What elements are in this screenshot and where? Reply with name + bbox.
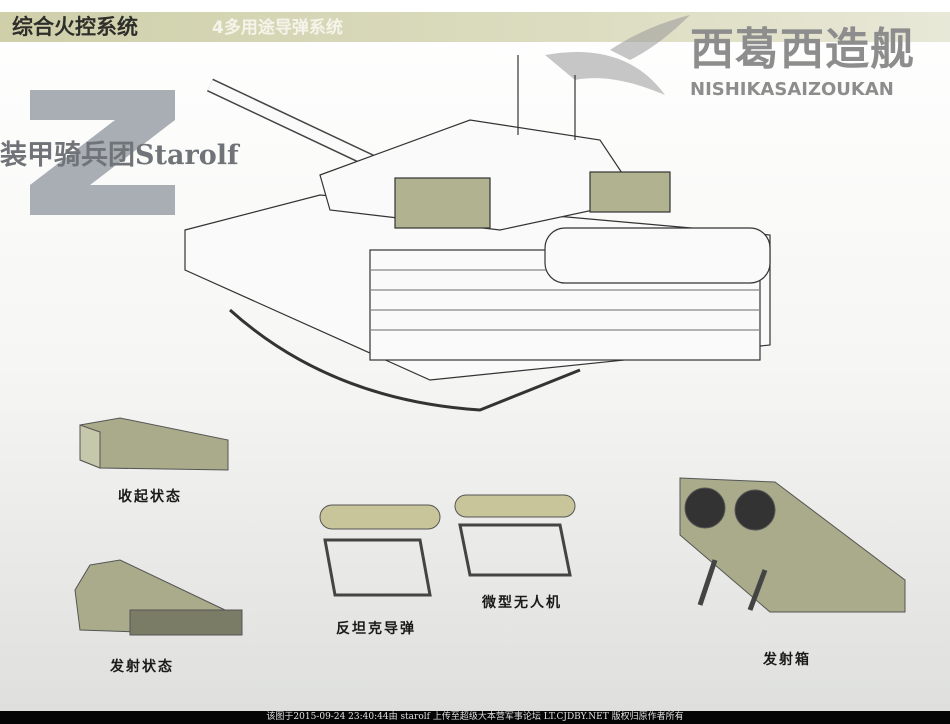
header-subtitle: 4多用途导弹系统 <box>212 18 343 38</box>
label-launch-box: 发射箱 <box>763 652 811 668</box>
logo-text-en: NISHIKASAIZOUKAN <box>690 79 894 100</box>
logo-text-cn: 西葛西造舰 <box>690 24 915 75</box>
tank-drawing <box>184 55 771 412</box>
footer-credit: 该图于2015-09-24 23:40:44由 starolf 上传至超级大本营… <box>0 711 950 724</box>
header-bar <box>0 12 950 42</box>
micro-uav <box>454 494 576 577</box>
header-title: 综合火控系统 <box>12 15 138 39</box>
label-launch-state: 发射状态 <box>110 659 174 675</box>
launcher-deployed <box>74 559 243 636</box>
launch-box <box>679 477 906 613</box>
launcher-stowed <box>79 417 229 471</box>
z-logo-icon <box>30 90 175 215</box>
label-atgm: 反坦克导弹 <box>336 621 416 637</box>
watermark-text: 装甲骑兵团Starolf <box>0 140 239 171</box>
shark-logo-icon <box>545 15 690 95</box>
label-micro-uav: 微型无人机 <box>482 595 562 611</box>
atgm-missile <box>319 504 441 597</box>
label-stowed: 收起状态 <box>118 489 182 505</box>
